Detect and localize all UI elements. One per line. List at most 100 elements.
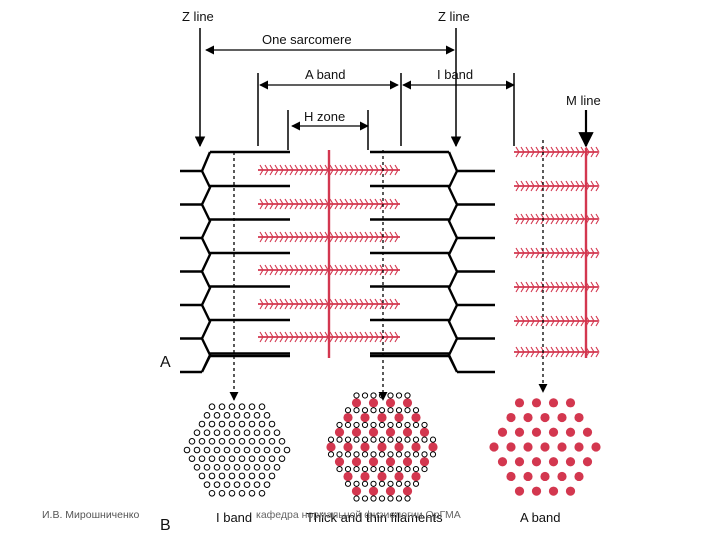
thick-filament-section — [360, 442, 370, 452]
thin-filament-section — [248, 420, 256, 428]
cross-bridges — [515, 315, 600, 327]
thin-filament-section — [273, 464, 281, 471]
thin-filament-section — [412, 465, 420, 473]
thin-filament-section — [378, 436, 386, 443]
thin-filament-section — [258, 455, 266, 462]
thick-filament-section — [548, 457, 559, 467]
thin-filament-section — [228, 472, 236, 480]
thin-filament-section — [203, 412, 211, 419]
thin-filament-section — [203, 464, 211, 471]
thin-filament-section — [193, 464, 201, 471]
thick-filament-section — [402, 398, 413, 408]
thick-filament-section — [514, 486, 525, 496]
thick-filament-section — [523, 471, 533, 482]
cross-bridges — [259, 231, 399, 243]
thin-filament-section — [223, 464, 231, 471]
thick-filament-section — [385, 457, 396, 467]
thin-filament-section — [370, 465, 377, 473]
thin-filament-section — [198, 420, 206, 428]
thin-filament-section — [412, 407, 420, 414]
thin-filament-section — [188, 455, 196, 462]
thin-filament-section — [344, 407, 352, 414]
thin-filament-section — [223, 481, 231, 488]
cross-section-thick-and-thin — [326, 392, 438, 502]
thin-filament-section — [253, 429, 261, 436]
thin-filament-section — [387, 480, 394, 487]
thin-filament-section — [361, 407, 369, 414]
cs-a-band-label: A band — [520, 510, 561, 525]
thick-filament-section — [343, 442, 353, 452]
thin-filament-section — [263, 464, 271, 471]
thin-filament-section — [395, 392, 403, 399]
thin-filament-section — [353, 480, 360, 487]
thin-filament-section — [370, 495, 377, 502]
thin-filament-section — [253, 464, 261, 471]
thin-filament-section — [395, 465, 403, 473]
thin-filament-section — [253, 446, 261, 454]
thin-filament-section — [198, 455, 206, 462]
thick-filament-section — [428, 442, 438, 452]
cross-bridges — [515, 281, 600, 293]
thick-filament-section — [514, 427, 525, 437]
thick-filament-section — [351, 457, 362, 467]
thin-filament-section — [370, 392, 377, 399]
thin-filament-section — [421, 465, 428, 473]
z-line-right — [447, 151, 459, 373]
boundary-ticks — [257, 73, 515, 150]
thick-filament-section — [377, 442, 387, 452]
thin-filament-section — [412, 480, 420, 487]
thin-filament-section — [258, 472, 266, 480]
thin-filament-section — [183, 446, 191, 454]
cross-section-guides — [229, 140, 548, 401]
thin-filament-section — [387, 407, 394, 414]
pointer-arrows — [194, 28, 594, 148]
thick-filament-section — [411, 442, 421, 452]
i-band-label: I band — [437, 67, 474, 82]
thin-filament-section — [378, 495, 386, 502]
thick-filament-section — [506, 412, 516, 423]
thin-filament-section — [193, 446, 201, 454]
thin-filament-section — [268, 455, 276, 462]
thin-filament-section — [283, 446, 291, 454]
thin-filament-section — [218, 472, 226, 480]
thick-filament-section — [360, 471, 370, 482]
thin-filament-section — [223, 446, 231, 454]
thick-filament-section — [326, 442, 336, 452]
thin-filament-section — [248, 438, 256, 445]
thick-filament-section — [582, 427, 593, 437]
thick-filament-section — [368, 398, 379, 408]
thin-filament-section — [395, 480, 403, 487]
thin-filament-section — [387, 436, 394, 443]
thin-filament-section — [243, 429, 251, 436]
cross-bridges — [259, 198, 399, 210]
thin-filament-section — [387, 495, 394, 502]
thick-filament-section — [402, 427, 413, 437]
thin-filament-section — [336, 465, 343, 473]
thick-filament-section — [565, 427, 576, 437]
thick-filament-section — [523, 442, 533, 452]
thin-filament-section — [395, 451, 403, 458]
thin-filament-section — [353, 421, 360, 429]
thin-filament-section — [238, 403, 246, 411]
thin-filament-section — [238, 455, 246, 462]
thin-filament-section — [233, 446, 241, 454]
thin-filament-section — [248, 455, 256, 462]
cross-section-i-band — [183, 403, 291, 497]
thick-filament-section — [385, 486, 396, 496]
thin-filament-section — [223, 412, 231, 419]
thick-filament-section — [540, 442, 550, 452]
thin-filament-section — [278, 455, 286, 462]
thin-filament-section — [228, 420, 236, 428]
thin-filament-section — [258, 438, 266, 445]
thick-filament-section — [540, 412, 550, 423]
thick-filament-section — [351, 398, 362, 408]
thick-filaments — [258, 146, 600, 358]
thin-filament-section — [243, 481, 251, 488]
thin-filament-section — [213, 481, 221, 488]
z-line-left — [200, 151, 212, 373]
thin-filament-section — [208, 455, 216, 462]
thin-filament-section — [208, 403, 216, 411]
thick-filament-section — [394, 471, 404, 482]
thick-filament-section — [506, 442, 516, 452]
